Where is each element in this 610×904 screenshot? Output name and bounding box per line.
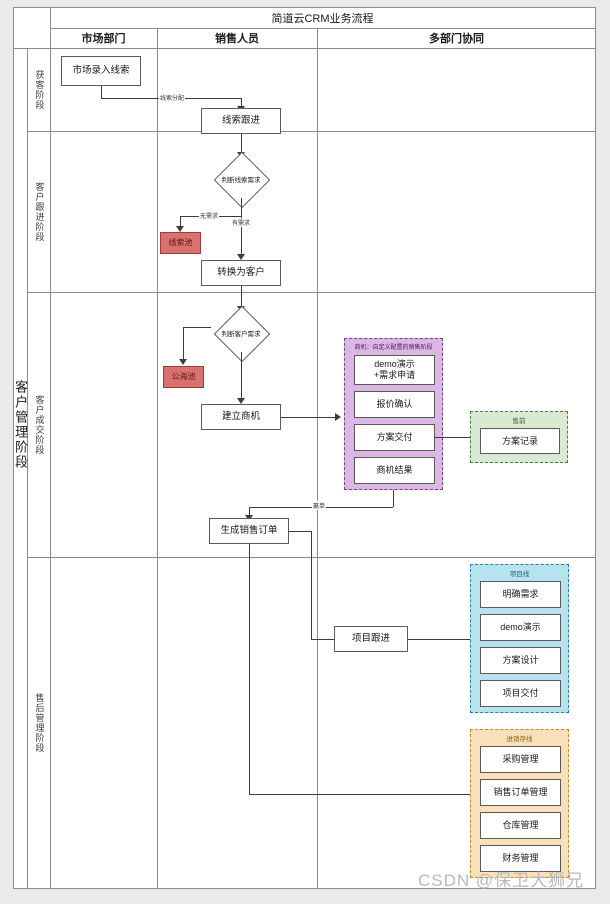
conn-opportunity-right [281,417,337,418]
conn-opportunity-group-down [393,490,394,507]
judge-lead-need-label: 判断线索需求 [221,177,261,184]
group-item-finance-management[interactable]: 财务管理 [480,845,561,872]
conn-market-down [101,86,102,98]
group-presales-title: 售前 [512,418,526,425]
conn-to-inventory-group [249,794,473,795]
conn-to-leadpool [180,216,181,228]
judge-customer-need-label: 判断客户需求 [221,331,261,338]
conn-projfollow-to-group [408,639,473,640]
diagram-title: 简道云CRM业务流程 [271,13,374,25]
node-project-followup[interactable]: 项目跟进 [334,626,408,652]
group-inventory-line-title: 进销存线 [506,736,533,743]
arrow-to-publicpool [179,359,187,365]
group-item-opportunity-result[interactable]: 商机结果 [354,457,435,484]
group-inventory-line: 进销存线 采购管理 销售订单管理 仓库管理 财务管理 [470,729,569,878]
group-item-purchase-management[interactable]: 采购管理 [480,746,561,773]
edge-label-win-order: 赢单 [312,501,327,510]
divider-stage-2 [27,292,596,293]
node-judge-lead-need[interactable]: 判断线索需求 [209,151,273,209]
conn-judge-lead-down [241,216,242,256]
stage-label-followup: 客户跟进阶段 [34,181,45,242]
divider-header-body [13,48,596,49]
arrow-to-convert [237,254,245,260]
group-item-solution-design[interactable]: 方案设计 [480,647,561,674]
group-presales: 售前 方案记录 [470,411,568,463]
column-header-multi: 多部门协同 [429,33,484,45]
stage-label-acquisition: 获客阶段 [34,69,45,110]
conn-judge-lead-bottom [241,198,242,216]
conn-salesorder-down-proj [311,531,312,639]
edge-label-no-need: 无需求 [199,211,220,220]
divider-title-header [50,28,596,29]
arrow-to-opportunity [237,398,245,404]
group-opportunity: 商机：自定义配置的销售阶段 demo演示 +需求申请 报价确认 方案交付 商机结… [344,338,443,490]
node-market-lead-entry[interactable]: 市场录入线索 [61,56,141,86]
conn-to-leadfollow [241,98,242,108]
stage-label-customer-management: 客户管理阶段 [13,379,29,470]
conn-judge-cust-down [241,352,242,400]
column-header-market: 市场部门 [81,33,126,45]
edge-label-has-need: 有需求 [231,218,252,227]
group-item-project-delivery[interactable]: 项目交付 [480,680,561,707]
group-item-clarify-requirement[interactable]: 明确需求 [480,581,561,608]
group-item-demo-request[interactable]: demo演示 +需求申请 [354,355,435,385]
node-judge-customer-need[interactable]: 判断客户需求 [209,305,273,363]
node-generate-sales-order[interactable]: 生成销售订单 [209,518,289,544]
node-public-pool[interactable]: 公海池 [163,366,204,388]
conn-solution-to-presales [434,437,476,438]
conn-to-publicpool [183,327,184,361]
stage-label-aftersales: 售后管理阶段 [34,693,45,753]
divider-outer-stage [27,48,28,889]
group-opportunity-title: 商机：自定义配置的销售阶段 [354,345,433,351]
group-item-warehouse-management[interactable]: 仓库管理 [480,812,561,839]
group-project-line: 项目线 明确需求 demo演示 方案设计 项目交付 [470,564,569,713]
divider-stage-lane [50,7,51,889]
conn-salesorder-right [289,531,311,532]
arrow-to-leadpool [176,226,184,232]
group-item-solution-record[interactable]: 方案记录 [480,428,560,454]
node-lead-followup[interactable]: 线索跟进 [201,108,281,134]
group-item-solution-delivery[interactable]: 方案交付 [354,424,435,451]
conn-to-project-followup [311,639,337,640]
group-project-line-title: 项目线 [509,571,530,578]
group-item-label-line1: demo演示 +需求申请 [373,359,416,380]
conn-salesorder-down-inv [249,544,250,794]
node-create-opportunity[interactable]: 建立商机 [201,404,281,430]
conn-leadfollow-down [241,134,242,155]
node-lead-pool[interactable]: 线索池 [160,232,201,254]
conn-to-sales-order [249,507,250,517]
edge-label-lead-assign: 线索分配 [159,93,186,102]
node-convert-to-customer[interactable]: 转换为客户 [201,260,281,286]
stage-label-deal: 客户成交阶段 [34,394,45,455]
column-header-sales: 销售人员 [215,33,259,45]
conn-judge-cust-left [183,327,211,328]
arrow-into-opportunity-group [335,413,341,421]
watermark: CSDN @保卫大狮兄 [418,871,585,890]
divider-stage-1 [27,131,596,132]
group-item-quote-confirm[interactable]: 报价确认 [354,391,435,418]
conn-convert-down [241,286,242,308]
group-item-sales-order-management[interactable]: 销售订单管理 [480,779,561,806]
divider-col-sales-multi [317,28,318,889]
divider-col-market-sales [157,28,158,889]
group-item-demo-show[interactable]: demo演示 [480,614,561,641]
